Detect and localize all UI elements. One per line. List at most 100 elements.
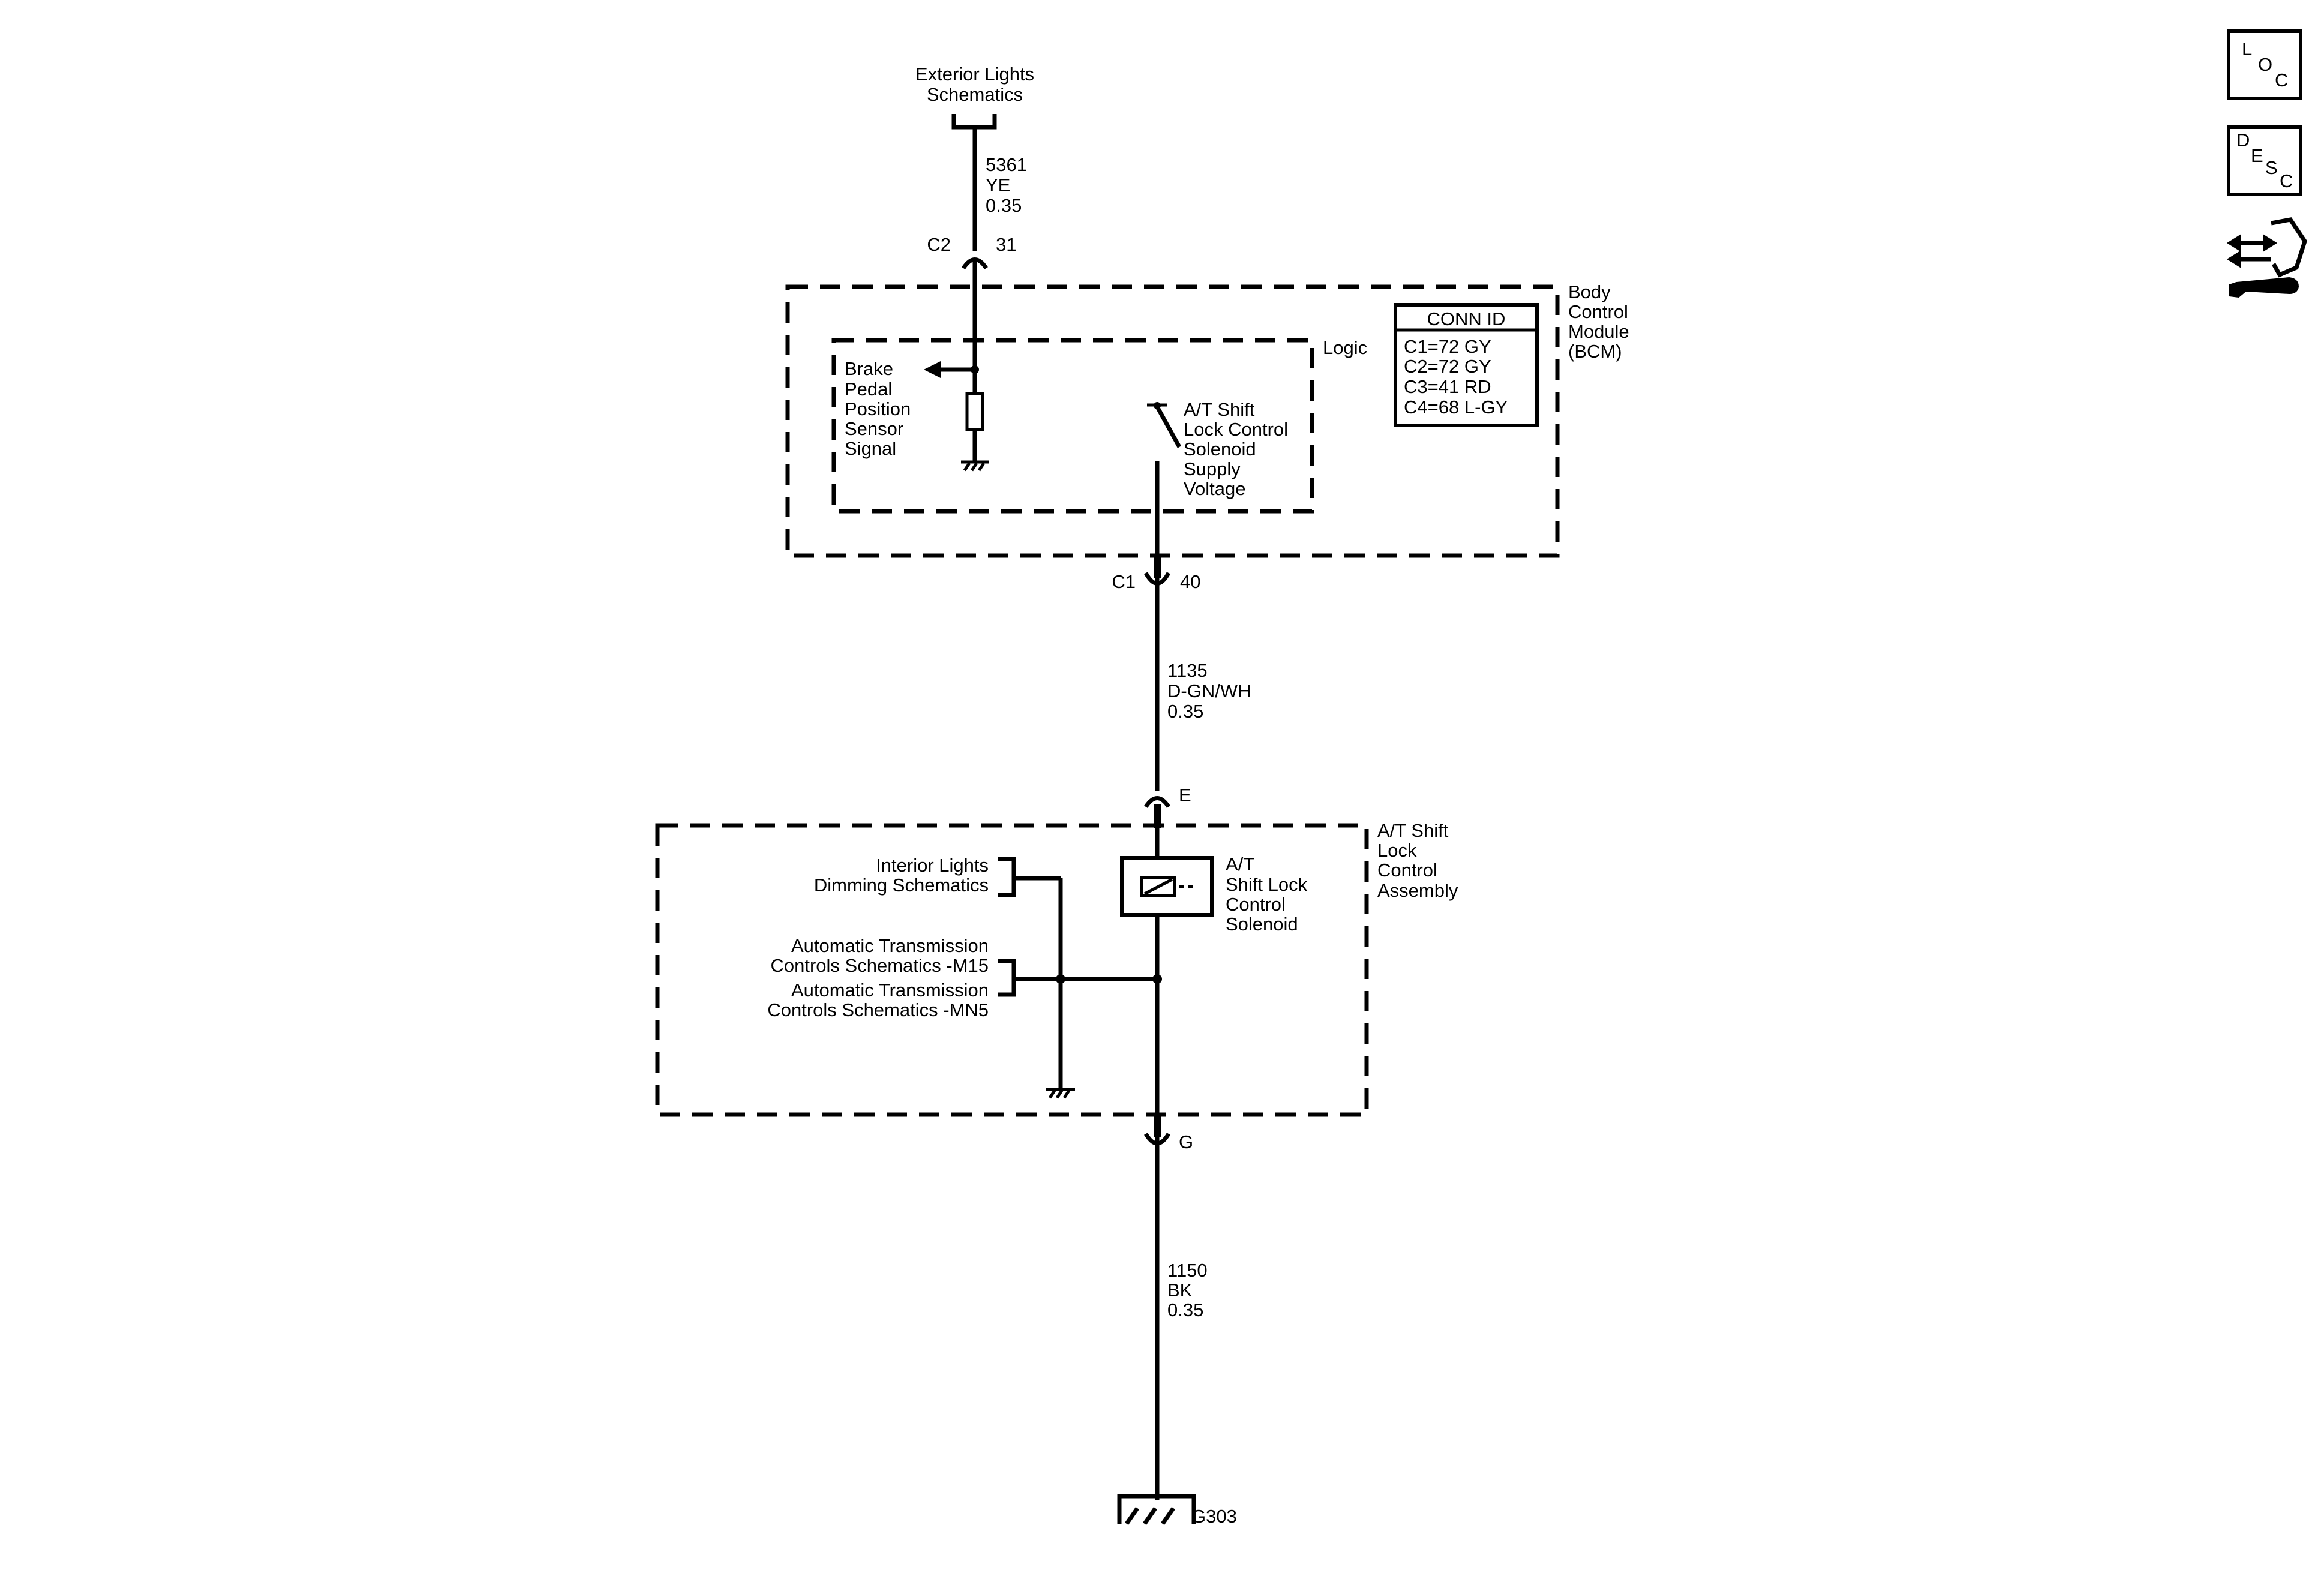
logic-label: Logic (1323, 337, 1367, 358)
interior-lights-label-1: Interior Lights (876, 855, 989, 876)
wire-1150-gauge: 0.35 (1167, 1299, 1203, 1320)
ground-g303-symbol[interactable] (1117, 1494, 1196, 1525)
solenoid-label-line-3: Control (1226, 894, 1286, 915)
assembly-ground-symbol (1046, 1088, 1075, 1099)
loc-icon[interactable]: L O C (2227, 29, 2302, 100)
desc-icon-letter-c: C (2280, 170, 2293, 191)
trans-mn5-label-2: Controls Schematics -MN5 (767, 999, 989, 1020)
brake-signal-line-3: Position (845, 398, 911, 419)
connector-e-pin: E (1179, 785, 1191, 806)
repair-icon-arrowhead-top (2227, 234, 2241, 252)
ground-hatch-2 (1143, 1507, 1157, 1525)
wire-1135-label: 1135 D-GN/WH 0.35 (1167, 660, 1251, 722)
solenoid-label-line-1: A/T (1226, 854, 1254, 875)
exterior-lights-reference[interactable]: Exterior Lights Schematics (915, 64, 1034, 105)
shift-lock-assembly-box[interactable] (655, 823, 1369, 1117)
repair-icon-hand (2271, 217, 2307, 278)
desc-icon-letter-e: E (2251, 145, 2263, 166)
connector-e-symbol (1144, 796, 1170, 809)
wire-5361-number: 5361 (986, 154, 1027, 175)
trans-mn5-reference[interactable]: Automatic Transmission Controls Schemati… (767, 980, 989, 1020)
trans-mn5-label-1: Automatic Transmission (791, 980, 989, 1001)
bcm-label-line-4: (BCM) (1568, 341, 1622, 362)
repair-icon-arrowhead-top-right (2263, 234, 2277, 252)
logic-ground-symbol (961, 460, 989, 472)
trans-m15-reference[interactable]: Automatic Transmission Controls Schemati… (770, 935, 989, 976)
bcm-label-line-3: Module (1568, 321, 1629, 342)
connector-c2-pin: 31 (996, 234, 1016, 255)
repair-icon-arrowhead-bottom (2227, 250, 2241, 268)
trans-m15-label-1: Automatic Transmission (791, 935, 989, 956)
loc-icon-letter-c: C (2275, 70, 2288, 91)
connector-c2-label: C2 (927, 234, 951, 255)
solenoid-supply-line-4: Supply (1184, 458, 1241, 479)
desc-icon-letter-s: S (2265, 157, 2278, 178)
loc-icon-letter-o: O (2258, 54, 2272, 75)
solenoid-label-line-4: Solenoid (1226, 914, 1298, 935)
wire-1150-number: 1150 (1167, 1260, 1208, 1281)
desc-icon-letter-d: D (2236, 130, 2250, 151)
solenoid-supply-line-3: Solenoid (1184, 439, 1256, 460)
connector-e-terminal (1154, 804, 1161, 828)
brake-signal-line-4: Sensor (845, 418, 903, 439)
connector-g-terminal (1154, 1113, 1161, 1137)
ground-hatch-3 (1161, 1507, 1175, 1525)
interior-lights-reference[interactable]: Interior Lights Dimming Schematics (814, 855, 989, 896)
wire-1135-color: D-GN/WH (1167, 680, 1251, 701)
solenoid-supply-line-5: Voltage (1184, 478, 1245, 499)
assembly-label: A/T Shift Lock Control Assembly (1377, 820, 1458, 901)
conn-id-title: CONN ID (1427, 308, 1506, 329)
assembly-label-line-1: A/T Shift (1377, 820, 1449, 841)
bcm-label: Body Control Module (BCM) (1568, 281, 1629, 362)
loc-icon-letter-l: L (2242, 38, 2252, 59)
connector-c1-label: C1 (1112, 571, 1136, 592)
ground-hatch-1 (1125, 1507, 1139, 1525)
pull-down-resistor (965, 392, 984, 431)
wire-1135-number: 1135 (1167, 660, 1208, 681)
transmission-bracket (998, 959, 1016, 997)
interior-lights-bracket (998, 857, 1016, 897)
trans-m15-label-2: Controls Schematics -M15 (770, 955, 989, 976)
connector-c1-terminal (1154, 556, 1161, 578)
wire-1150-color: BK (1167, 1280, 1193, 1301)
logic-box (831, 338, 1314, 514)
bcm-label-line-1: Body (1568, 281, 1611, 302)
repair-icon-wrench (2229, 277, 2299, 298)
wire-5361-color: YE (986, 175, 1010, 196)
wire-1135-gauge: 0.35 (1167, 701, 1203, 722)
assembly-label-line-4: Assembly (1377, 880, 1458, 901)
solenoid-supply-label: A/T Shift Lock Control Solenoid Supply V… (1184, 399, 1288, 499)
splice-dot-solenoid (1152, 974, 1162, 984)
connector-c1-pin: 40 (1180, 571, 1200, 592)
conn-id-table: CONN ID C1=72 GY C2=72 GY C3=41 RD C4=68… (1394, 303, 1539, 427)
solenoid-supply-line-1: A/T Shift (1184, 399, 1255, 420)
solenoid-supply-line-2: Lock Control (1184, 419, 1288, 440)
connector-g-pin: G (1179, 1131, 1193, 1152)
brake-signal-line-5: Signal (845, 438, 896, 459)
interior-lights-label-2: Dimming Schematics (814, 875, 989, 896)
reference-bracket (951, 114, 997, 130)
splice-dot-brake (971, 365, 979, 374)
desc-icon[interactable]: D E S C (2227, 125, 2302, 196)
bcm-label-line-2: Control (1568, 301, 1628, 322)
desc-icon-frame (2227, 125, 2302, 196)
solenoid-coil-slash (1143, 878, 1173, 896)
signal-arrow-head (924, 361, 941, 378)
connector-repair-icon[interactable] (2227, 217, 2307, 298)
ground-g303-label: G303 (1191, 1506, 1237, 1527)
splice-dot-ground (1056, 974, 1065, 984)
solenoid-supply-switch (1147, 402, 1182, 448)
brake-signal-line-2: Pedal (845, 379, 892, 400)
conn-id-row-c1: C1=72 GY (1404, 336, 1491, 357)
solenoid-label-line-2: Shift Lock (1226, 874, 1308, 895)
conn-id-row-c3: C3=41 RD (1404, 376, 1491, 397)
solenoid-label: A/T Shift Lock Control Solenoid (1226, 854, 1308, 935)
wire-5361-gauge: 0.35 (986, 195, 1022, 216)
exterior-lights-label-2: Schematics (927, 84, 1023, 105)
conn-id-frame (1394, 303, 1539, 427)
assembly-label-line-2: Lock (1377, 840, 1417, 861)
wire-1150-label: 1150 BK 0.35 (1167, 1260, 1208, 1320)
ground-g303-bracket (1117, 1494, 1196, 1524)
assembly-label-line-3: Control (1377, 860, 1437, 881)
